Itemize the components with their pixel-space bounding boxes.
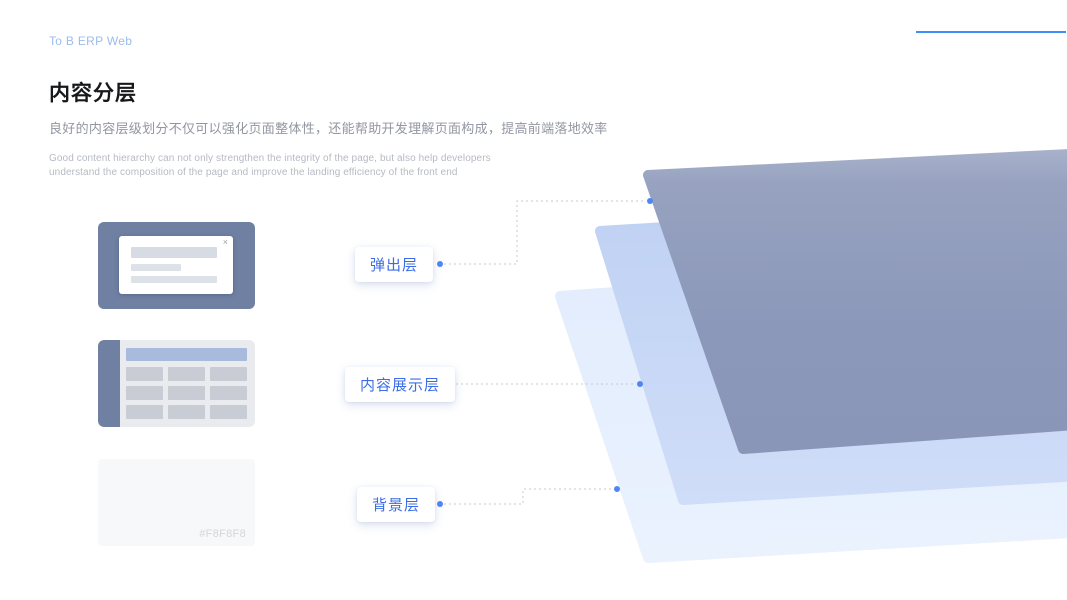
close-icon: × bbox=[222, 237, 228, 247]
grid-cell bbox=[126, 386, 163, 400]
connector-dot bbox=[437, 501, 443, 507]
grid-cell bbox=[210, 367, 247, 381]
page-title: 内容分层 bbox=[49, 82, 137, 105]
placeholder-bar bbox=[131, 264, 181, 271]
connector-dot bbox=[647, 198, 653, 204]
connector-line-background bbox=[444, 488, 611, 505]
header-bar-graphic bbox=[126, 348, 247, 361]
illustration-content-layer bbox=[98, 340, 255, 427]
swatch-hex-label: #F8F8F8 bbox=[199, 528, 246, 540]
grid-cell bbox=[168, 386, 205, 400]
stack-layer-background bbox=[555, 254, 1067, 563]
placeholder-bar bbox=[131, 247, 217, 258]
connector-dot bbox=[637, 381, 643, 387]
grid-cell bbox=[168, 405, 205, 419]
tag-background-layer: 背景层 bbox=[357, 487, 436, 522]
illustration-popup-layer: × bbox=[98, 222, 255, 309]
table-grid-graphic bbox=[126, 367, 247, 419]
connector-dot bbox=[437, 261, 443, 267]
brand-label: To B ERP Web bbox=[49, 34, 133, 48]
grid-cell bbox=[126, 405, 163, 419]
connector-line-popup bbox=[444, 200, 644, 265]
popup-modal-graphic: × bbox=[119, 236, 233, 294]
placeholder-bar bbox=[131, 276, 217, 283]
tag-popup-layer: 弹出层 bbox=[355, 247, 434, 282]
stack-layer-content bbox=[595, 197, 1067, 505]
connector-dot bbox=[614, 486, 620, 492]
grid-cell bbox=[210, 405, 247, 419]
grid-cell bbox=[210, 386, 247, 400]
stack-layer-popup bbox=[643, 149, 1067, 454]
subtitle-zh: 良好的内容层级划分不仅可以强化页面整体性，还能帮助开发理解页面构成，提高前端落地… bbox=[49, 121, 608, 136]
tag-content-layer: 内容展示层 bbox=[345, 367, 456, 402]
sidebar-graphic bbox=[98, 340, 120, 427]
illustration-background-layer: #F8F8F8 bbox=[98, 459, 255, 546]
header-accent-line bbox=[916, 31, 1066, 33]
grid-cell bbox=[126, 367, 163, 381]
grid-cell bbox=[168, 367, 205, 381]
subtitle-en: Good content hierarchy can not only stre… bbox=[49, 153, 491, 178]
